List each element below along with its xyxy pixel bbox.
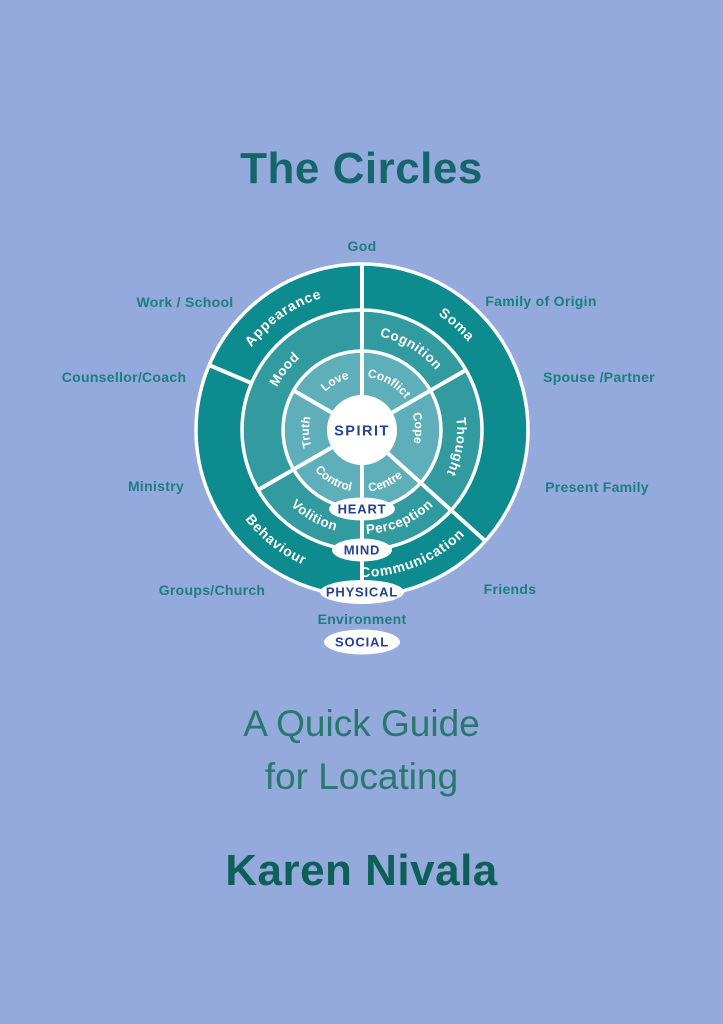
social-label-friends: Friends: [484, 581, 537, 597]
social-label-counsellor-coach: Counsellor/Coach: [62, 369, 187, 385]
ring-divider: [257, 445, 333, 492]
book-subtitle: A Quick Guide for Locating: [0, 697, 723, 803]
spirit-center-circle: [327, 395, 397, 465]
social-label-groups-church: Groups/Church: [159, 582, 266, 598]
ring-divider: [391, 368, 467, 415]
mind-badge: MIND: [332, 538, 392, 562]
social-label-family-of-origin: Family of Origin: [485, 293, 596, 309]
ring-divider: [292, 388, 333, 415]
subtitle-line-1: A Quick Guide: [243, 703, 480, 744]
social-label-god: God: [348, 238, 377, 254]
social-label-spouse-partner: Spouse /Partner: [543, 369, 655, 385]
social-label-ministry: Ministry: [128, 478, 184, 494]
ring-label-truth: Truth: [298, 415, 315, 449]
physical-badge-label: PHYSICAL: [326, 585, 398, 600]
subtitle-line-2: for Locating: [264, 756, 459, 797]
social-label-present-family: Present Family: [545, 479, 649, 495]
social-badge-label: SOCIAL: [335, 635, 389, 650]
ring-label-cope: Cope: [410, 411, 427, 446]
mind-badge-label: MIND: [344, 543, 380, 558]
social-label-work-school: Work / School: [137, 294, 234, 310]
physical-badge: PHYSICAL: [320, 580, 404, 604]
author-name: Karen Nivala: [225, 846, 498, 895]
ring-divider: [386, 451, 488, 544]
ring-divider: [207, 362, 253, 385]
heart-badge-label: HEART: [338, 502, 387, 517]
page-title: The Circles: [240, 144, 483, 193]
heart-badge: HEART: [329, 497, 395, 521]
spirit-label: SPIRIT: [334, 424, 390, 440]
social-label-environment: Environment: [318, 611, 407, 627]
social-badge: SOCIAL: [324, 629, 400, 655]
